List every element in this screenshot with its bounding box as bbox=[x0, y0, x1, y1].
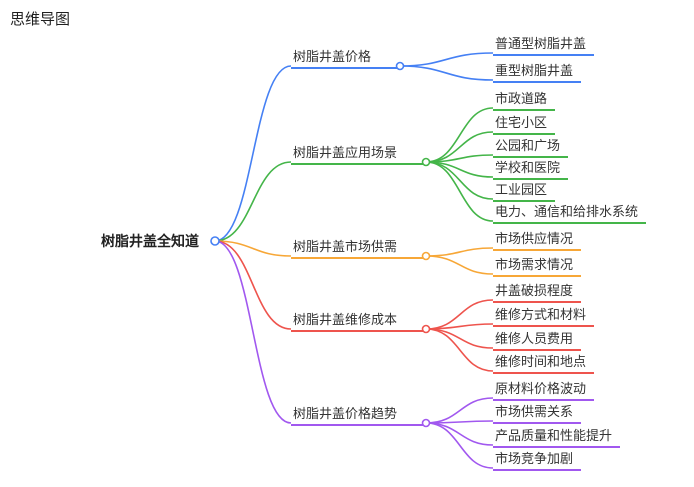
link-root-branch-3 bbox=[214, 240, 292, 330]
leaf-node[interactable]: 市场供需关系 bbox=[493, 404, 581, 424]
leaf-node[interactable]: 维修人员费用 bbox=[493, 331, 581, 351]
leaf-node[interactable]: 市场供应情况 bbox=[493, 231, 581, 251]
leaf-node[interactable]: 市政道路 bbox=[493, 91, 555, 111]
branch-node-price-trend[interactable]: 树脂井盖价格趋势 bbox=[291, 406, 423, 426]
branch-node-supply-demand[interactable]: 树脂井盖市场供需 bbox=[291, 239, 423, 259]
leaf-node[interactable]: 住宅小区 bbox=[493, 115, 555, 135]
leaf-node[interactable]: 公园和广场 bbox=[493, 138, 568, 158]
leaf-node[interactable]: 学校和医院 bbox=[493, 160, 568, 180]
link-root-branch-2 bbox=[214, 240, 292, 257]
branch-4-toggle-circle[interactable] bbox=[421, 418, 431, 428]
branch-3-toggle-circle[interactable] bbox=[421, 324, 431, 334]
link-root-branch-4 bbox=[214, 240, 292, 424]
link-branch-3-leaf-3 bbox=[425, 328, 494, 372]
leaf-node[interactable]: 原材料价格波动 bbox=[493, 381, 594, 401]
link-branch-0-leaf-0 bbox=[399, 52, 494, 67]
leaf-node[interactable]: 工业园区 bbox=[493, 182, 555, 202]
branch-node-price[interactable]: 树脂井盖价格 bbox=[291, 49, 397, 69]
link-branch-2-leaf-0 bbox=[425, 247, 494, 257]
link-root-branch-1 bbox=[214, 161, 292, 242]
root-toggle-circle[interactable] bbox=[210, 236, 220, 246]
link-branch-4-leaf-3 bbox=[425, 422, 494, 469]
branch-2-toggle-circle[interactable] bbox=[421, 251, 431, 261]
leaf-node[interactable]: 市场需求情况 bbox=[493, 257, 581, 277]
link-root-branch-0 bbox=[214, 65, 292, 242]
link-branch-2-leaf-1 bbox=[425, 255, 494, 275]
link-branch-1-leaf-4 bbox=[425, 161, 494, 200]
leaf-node[interactable]: 井盖破损程度 bbox=[493, 283, 581, 303]
leaf-node[interactable]: 维修方式和材料 bbox=[493, 307, 594, 327]
branch-node-applications[interactable]: 树脂井盖应用场景 bbox=[291, 145, 423, 165]
link-branch-1-leaf-5 bbox=[425, 161, 494, 222]
link-branch-1-leaf-0 bbox=[425, 107, 494, 163]
leaf-node[interactable]: 市场竞争加剧 bbox=[493, 451, 581, 471]
link-branch-4-leaf-2 bbox=[425, 422, 494, 446]
link-branch-4-leaf-0 bbox=[425, 397, 494, 424]
leaf-node[interactable]: 电力、通信和给排水系统 bbox=[493, 204, 646, 224]
branch-node-repair-cost[interactable]: 树脂井盖维修成本 bbox=[291, 312, 423, 332]
link-branch-1-leaf-2 bbox=[425, 154, 494, 163]
link-branch-3-leaf-1 bbox=[425, 323, 494, 330]
leaf-node[interactable]: 产品质量和性能提升 bbox=[493, 428, 620, 448]
page-title: 思维导图 bbox=[10, 11, 71, 28]
branch-1-toggle-circle[interactable] bbox=[421, 157, 431, 167]
link-branch-3-leaf-2 bbox=[425, 328, 494, 349]
root-node[interactable]: 树脂井盖全知道 bbox=[101, 233, 199, 249]
leaf-node[interactable]: 维修时间和地点 bbox=[493, 354, 594, 374]
leaf-node[interactable]: 重型树脂井盖 bbox=[493, 63, 581, 83]
branch-0-toggle-circle[interactable] bbox=[395, 61, 405, 71]
leaf-node[interactable]: 普通型树脂井盖 bbox=[493, 36, 594, 56]
link-branch-0-leaf-1 bbox=[399, 65, 494, 81]
